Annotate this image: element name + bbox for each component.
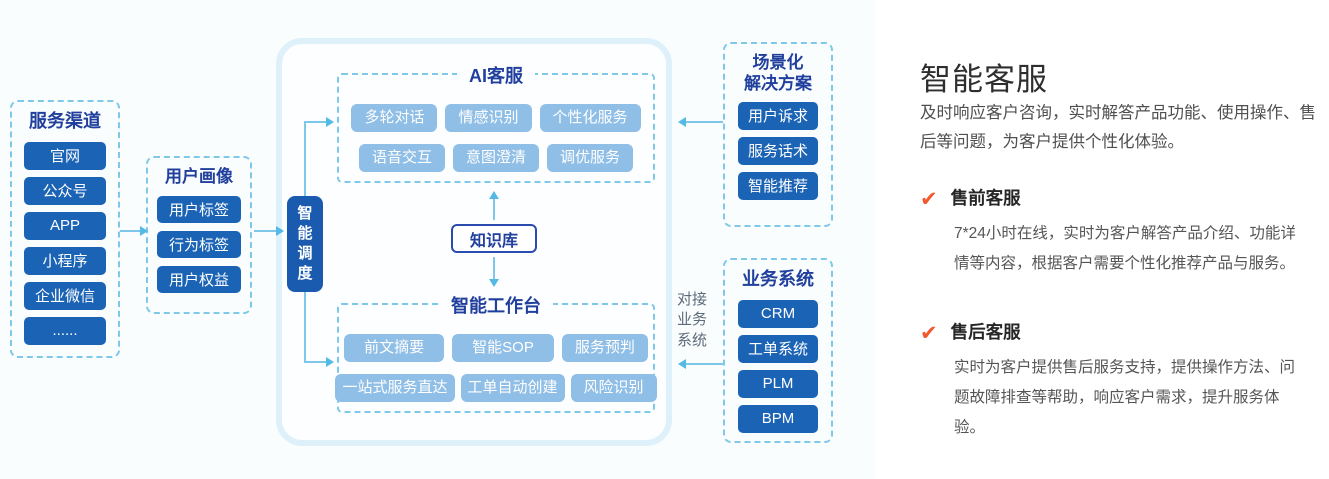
dispatch-pill: 智能调度 bbox=[287, 196, 323, 292]
kb-down-arrowhead bbox=[489, 279, 499, 287]
connector-business-to-panel bbox=[686, 363, 723, 365]
feature-presales: ✔ 售前客服 7*24小时在线，实时为客户解答产品介绍、功能详情等内容，根据客户… bbox=[920, 188, 1320, 279]
kb-up-line bbox=[493, 198, 495, 220]
business-systems-group: 业务系统 CRM 工单系统 PLM BPM bbox=[723, 258, 833, 443]
arrowhead-dispatch-to-workbench bbox=[326, 357, 334, 367]
connector-scenario-to-panel bbox=[686, 121, 723, 123]
arrowhead-profile-to-dispatch bbox=[276, 226, 284, 236]
knowledge-base-label: 知识库 bbox=[469, 232, 518, 250]
channel-item-ellipsis: ...... bbox=[24, 316, 106, 345]
connector-dispatch-down bbox=[304, 292, 306, 363]
workbench-chips: 前文摘要 智能SOP 服务预判 一站式服务直达 工单自动创建 风险识别 bbox=[335, 305, 657, 402]
dispatch-label: 智能调度 bbox=[297, 204, 313, 283]
channel-item: 小程序 bbox=[24, 246, 106, 275]
channel-item: APP bbox=[24, 211, 106, 240]
business-systems-title: 业务系统 bbox=[742, 269, 814, 289]
workbench-chip: 工单自动创建 bbox=[460, 374, 565, 402]
profile-item: 行为标签 bbox=[157, 231, 241, 259]
kb-down-line bbox=[493, 257, 495, 279]
ai-service-title: AI客服 bbox=[457, 62, 535, 88]
presales-body: 7*24小时在线，实时为客户解答产品介绍、功能详情等内容，根据客户需要个性化推荐… bbox=[954, 225, 1296, 273]
business-system-item: BPM bbox=[738, 404, 818, 433]
service-channels-title: 服务渠道 bbox=[29, 111, 101, 131]
workbench-chip: 智能SOP bbox=[452, 334, 554, 362]
connector-profile-to-dispatch bbox=[254, 230, 280, 232]
ai-chip: 调优服务 bbox=[547, 144, 634, 172]
channel-item: 企业微信 bbox=[24, 281, 106, 310]
service-channels-group: 服务渠道 官网 公众号 APP 小程序 企业微信 ...... bbox=[10, 100, 120, 358]
scenario-solutions-title: 场景化 解决方案 bbox=[744, 53, 812, 94]
arrowhead-channels-to-profile bbox=[140, 226, 148, 236]
connector-channels-to-profile bbox=[120, 230, 144, 232]
aftersales-body: 实时为客户提供售后服务支持，提供操作方法、问题故障排查等帮助，响应客户需求，提升… bbox=[954, 359, 1296, 437]
scenario-solutions-list: 用户诉求 服务话术 智能推荐 bbox=[738, 101, 818, 200]
ai-service-chips: 多轮对话 情感识别 个性化服务 语音交互 意图澄清 调优服务 bbox=[339, 75, 653, 172]
connector-dispatch-to-ai bbox=[304, 121, 330, 123]
workbench-chip: 前文摘要 bbox=[344, 334, 445, 362]
kb-up-arrowhead bbox=[489, 191, 499, 199]
user-profile-title: 用户画像 bbox=[165, 167, 233, 186]
connector-dispatch-up bbox=[304, 122, 306, 196]
workbench-chip: 风险识别 bbox=[570, 374, 657, 402]
ai-chip: 个性化服务 bbox=[539, 104, 641, 132]
workbench-chip: 服务预判 bbox=[561, 334, 648, 362]
intro-paragraph: 及时响应客户咨询，实时解答产品功能、使用操作、售后等问题，为客户提供个性化体验。 bbox=[920, 104, 1316, 151]
feature-aftersales: ✔ 售后客服 实时为客户提供售后服务支持，提供操作方法、问题故障排查等帮助，响应… bbox=[920, 322, 1320, 444]
ai-chip: 多轮对话 bbox=[351, 104, 438, 132]
profile-item: 用户权益 bbox=[157, 266, 241, 294]
scenario-item: 用户诉求 bbox=[738, 101, 818, 130]
channel-item: 官网 bbox=[24, 141, 106, 170]
knowledge-base-box: 知识库 bbox=[451, 224, 537, 253]
service-channels-list: 官网 公众号 APP 小程序 企业微信 ...... bbox=[24, 141, 106, 345]
connect-systems-label: 对接业务系统 bbox=[676, 291, 707, 349]
ai-chip: 语音交互 bbox=[358, 144, 445, 172]
channel-item: 公众号 bbox=[24, 176, 106, 205]
arrowhead-scenario-to-panel bbox=[678, 117, 686, 127]
business-systems-list: CRM 工单系统 PLM BPM bbox=[738, 299, 818, 433]
ai-service-box: AI客服 多轮对话 情感识别 个性化服务 语音交互 意图澄清 调优服务 bbox=[337, 62, 655, 183]
ai-chip: 意图澄清 bbox=[452, 144, 539, 172]
scenario-item: 服务话术 bbox=[738, 136, 818, 165]
page-title: 智能客服 bbox=[920, 62, 1048, 97]
connector-dispatch-to-workbench bbox=[304, 361, 330, 363]
scenario-solutions-group: 场景化 解决方案 用户诉求 服务话术 智能推荐 bbox=[723, 42, 833, 227]
presales-title: 售前客服 bbox=[950, 188, 1021, 208]
arrowhead-dispatch-to-ai bbox=[326, 117, 334, 127]
user-profile-group: 用户画像 用户标签 行为标签 用户权益 bbox=[146, 156, 252, 314]
check-icon: ✔ bbox=[920, 322, 938, 345]
profile-item: 用户标签 bbox=[157, 196, 241, 224]
scenario-item: 智能推荐 bbox=[738, 171, 818, 200]
aftersales-title: 售后客服 bbox=[950, 322, 1021, 342]
user-profile-list: 用户标签 行为标签 用户权益 bbox=[157, 196, 241, 294]
business-system-item: 工单系统 bbox=[738, 334, 818, 363]
business-system-item: CRM bbox=[738, 299, 818, 328]
workbench-chip: 一站式服务直达 bbox=[335, 374, 455, 402]
check-icon: ✔ bbox=[920, 188, 938, 211]
arrowhead-business-to-panel bbox=[678, 359, 686, 369]
ai-chip: 情感识别 bbox=[445, 104, 532, 132]
business-system-item: PLM bbox=[738, 369, 818, 398]
workbench-box: 智能工作台 前文摘要 智能SOP 服务预判 一站式服务直达 工单自动创建 风险识… bbox=[335, 292, 657, 413]
workbench-title: 智能工作台 bbox=[439, 292, 553, 318]
